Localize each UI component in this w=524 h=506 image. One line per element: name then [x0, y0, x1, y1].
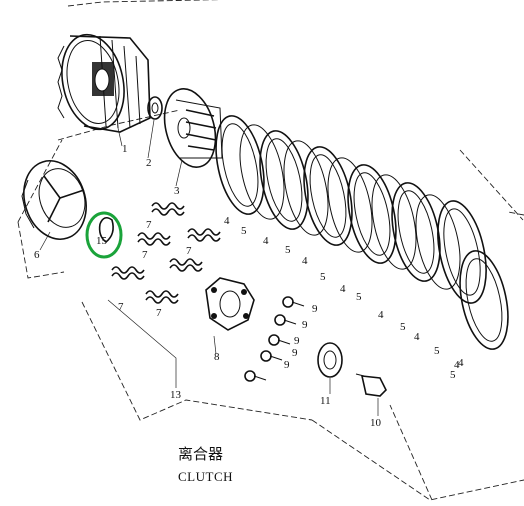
caption-chinese: 离合器	[178, 445, 223, 463]
clutch-plate-stack	[215, 115, 509, 350]
caption-english: CLUTCH	[178, 469, 233, 484]
label-7e: 7	[156, 307, 162, 319]
label-1: 1	[122, 143, 128, 155]
label-5e: 5	[400, 321, 406, 333]
label-4c: 4	[302, 255, 308, 267]
label-8: 8	[214, 351, 220, 363]
label-10: 10	[370, 417, 382, 429]
lifter-plate	[205, 277, 255, 331]
label-5g: 5	[450, 369, 456, 381]
label-9d: 9	[294, 335, 300, 347]
thrust-washer	[147, 96, 163, 120]
label-7a: 7	[146, 219, 152, 231]
label-5f: 5	[434, 345, 440, 357]
clutch-center-hub	[163, 88, 223, 168]
label-4a: 4	[224, 215, 230, 227]
label-4h: 4	[458, 357, 464, 369]
clutch-housing	[57, 33, 151, 133]
label-4d: 4	[340, 283, 346, 295]
label-4b: 4	[263, 235, 269, 247]
label-4e: 4	[378, 309, 384, 321]
clutch-springs	[111, 202, 221, 304]
label-5c: 5	[320, 271, 326, 283]
label-7b: 7	[142, 249, 148, 261]
bolts	[244, 296, 305, 382]
label-15: 15	[96, 235, 108, 247]
push-rod	[355, 373, 387, 397]
label-13: 13	[170, 389, 182, 401]
assembly-boundary	[17, 0, 524, 501]
label-7c: 7	[186, 245, 192, 257]
label-9c: 9	[292, 347, 298, 359]
label-5a: 5	[241, 225, 247, 237]
circlip	[85, 211, 123, 259]
label-6: 6	[34, 249, 40, 261]
label-4g: 4	[454, 359, 460, 371]
label-9a: 9	[312, 303, 318, 315]
part-labels: 1 2 3 4 5 4 5 4 5 4 5 4 5 4 5 4 5 4 6 7 …	[34, 143, 464, 429]
label-5b: 5	[285, 244, 291, 256]
pressure-plate	[21, 160, 87, 240]
label-5d: 5	[356, 291, 362, 303]
label-3: 3	[174, 185, 180, 197]
label-2: 2	[146, 157, 152, 169]
label-7d: 7	[118, 301, 124, 313]
label-9e: 9	[284, 359, 290, 371]
label-11: 11	[320, 395, 331, 407]
label-4f: 4	[414, 331, 420, 343]
leader-lines	[39, 119, 379, 416]
highlight-circle	[85, 211, 123, 259]
label-9b: 9	[302, 319, 308, 331]
release-bearing	[317, 342, 343, 378]
